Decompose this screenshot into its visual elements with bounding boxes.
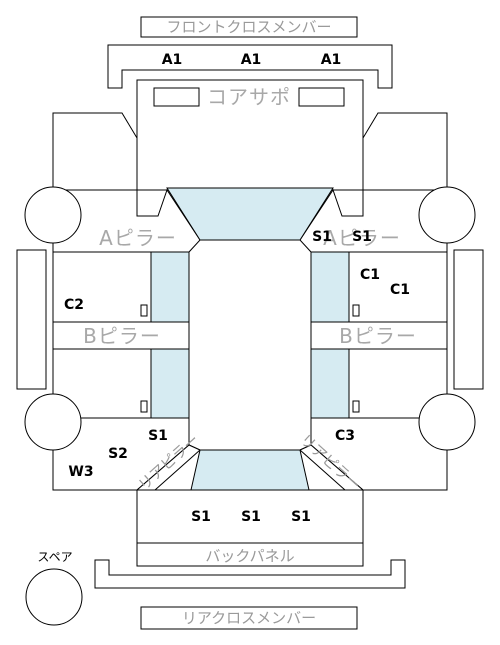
damage-code-back-panel-3: S1 — [291, 509, 311, 525]
damage-code-right-front-door-2: C1 — [390, 282, 410, 298]
spare-tire — [25, 568, 83, 626]
damage-code-back-panel-1: S1 — [191, 509, 211, 525]
right-front-fender — [362, 112, 448, 191]
left-front-wheel — [24, 186, 82, 244]
trunk-lid — [136, 489, 364, 544]
rear-bumper-frame — [94, 559, 406, 589]
front-cross-member-label: フロントクロスメンバー — [166, 18, 331, 36]
a-pillar-right-label: Aピラー — [323, 226, 401, 250]
right-rear-window — [310, 348, 350, 419]
rear-cross-member-label: リアクロスメンバー — [182, 609, 316, 627]
damage-code-front-3: A1 — [321, 52, 342, 68]
damage-code-right-a-pillar-2: S1 — [352, 229, 372, 245]
left-rear-wheel — [24, 393, 82, 451]
b-pillar-left-label: Bピラー — [83, 324, 161, 348]
damage-code-left-quarter-s2: S2 — [108, 446, 128, 462]
right-front-wheel — [418, 186, 476, 244]
b-pillar-right-label: Bピラー — [339, 324, 417, 348]
headlight-right — [298, 87, 345, 107]
a-pillar-left-label: Aピラー — [99, 226, 177, 250]
damage-code-right-rear-door: C3 — [335, 428, 355, 444]
damage-code-back-panel-2: S1 — [241, 509, 261, 525]
damage-code-right-front-door-1: C1 — [360, 267, 380, 283]
left-front-window — [150, 251, 190, 323]
spare-label: スペア — [37, 550, 72, 564]
right-front-door-handle — [352, 304, 360, 317]
headlight-left — [153, 87, 200, 107]
left-front-door-handle — [140, 304, 148, 317]
right-side-mirror — [453, 249, 484, 390]
front-bumper-frame — [107, 44, 393, 89]
back-panel-box — [136, 542, 364, 567]
left-side-mirror — [16, 249, 47, 390]
right-rear-wheel — [418, 393, 476, 451]
left-rear-door-handle — [140, 400, 148, 413]
left-b-pillar-band — [52, 321, 190, 350]
damage-code-front-2: A1 — [241, 52, 262, 68]
core-support-label: コアサポ — [207, 85, 291, 109]
right-front-window — [310, 251, 350, 323]
roof-panel — [188, 239, 312, 451]
damage-code-left-quarter-w3: W3 — [68, 464, 93, 480]
right-b-pillar-band — [310, 321, 448, 350]
left-front-fender — [52, 112, 138, 191]
left-rear-window — [150, 348, 190, 419]
back-panel-label: バックパネル — [205, 547, 294, 565]
damage-code-left-front-door: C2 — [64, 297, 84, 313]
rear-window — [190, 449, 310, 491]
damage-code-front-1: A1 — [162, 52, 183, 68]
right-rear-door-handle — [352, 400, 360, 413]
rear-cross-member-box — [140, 606, 358, 630]
damage-code-right-a-pillar-1: S1 — [312, 229, 332, 245]
front-cross-member-box — [140, 16, 358, 38]
damage-code-left-rear-door: S1 — [148, 428, 168, 444]
